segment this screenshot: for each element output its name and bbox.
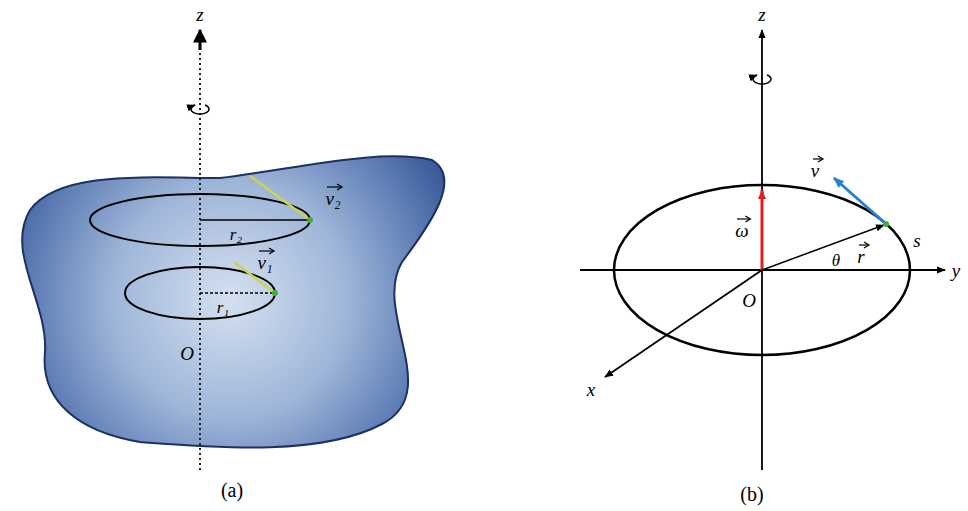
vector-arrow-head — [338, 184, 343, 190]
orbit-upper — [90, 194, 310, 246]
radius-name-wrap: r₂ — [230, 226, 243, 243]
axis-name: z — [196, 5, 203, 24]
rigid-body — [22, 156, 444, 447]
position-name: r — [857, 247, 864, 266]
vector-arrow-shaft — [259, 250, 273, 251]
radius-lower — [200, 292, 275, 294]
angle-name-wrap: θ — [832, 252, 840, 269]
vector-arrow-head — [746, 216, 751, 222]
panel-caption-wrap: (a) — [221, 480, 243, 500]
velocity-name: v₁ — [257, 253, 272, 272]
rotation-axis — [199, 44, 201, 470]
velocity-name-wrap: v — [811, 161, 819, 180]
radius-upper — [200, 219, 310, 221]
angle-name: θ — [832, 252, 840, 269]
origin-name: O — [742, 291, 756, 310]
axis-name-wrap: y — [952, 261, 960, 280]
arc-length-name-wrap: s — [913, 231, 920, 250]
vector-arrow-shaft — [813, 158, 822, 159]
rotation-sense — [191, 105, 209, 114]
vector-arrow-shaft — [859, 244, 868, 245]
x-axis — [605, 270, 762, 377]
panel-caption-wrap: (b) — [740, 484, 763, 504]
angular-velocity-name-wrap: ω — [735, 221, 748, 240]
velocity-name-wrap: v₁ — [257, 253, 272, 272]
arc-length-name: s — [913, 231, 920, 250]
axis-name-wrap: z — [196, 5, 203, 24]
velocity-name: v₂ — [325, 189, 340, 208]
origin-name-wrap: O — [742, 291, 756, 310]
axis-arrow — [199, 30, 202, 50]
vector-arrow-head — [864, 242, 869, 248]
origin-name: O — [180, 344, 194, 363]
velocity-name: v — [811, 161, 819, 180]
circular-path — [614, 185, 910, 355]
position-vector — [762, 225, 884, 270]
radius-name-wrap: r₁ — [217, 299, 230, 316]
axis-name: x — [587, 380, 595, 399]
radius-name: r₁ — [217, 299, 230, 316]
rotation-sense — [753, 75, 771, 84]
point-upper — [307, 217, 313, 223]
z-axis — [761, 30, 763, 470]
axis-name-wrap: z — [758, 5, 765, 24]
axis-name: z — [758, 5, 765, 24]
omega-vector — [761, 190, 764, 270]
vector-arrow-shaft — [737, 218, 749, 219]
point-lower — [272, 290, 278, 296]
velocity-vector — [834, 178, 886, 224]
angular-velocity-name: ω — [735, 221, 748, 240]
velocity-name-wrap: v₂ — [325, 189, 340, 208]
origin-name-wrap: O — [180, 344, 194, 363]
axis-name: y — [952, 261, 960, 280]
panel-caption: (a) — [221, 480, 243, 500]
moving-point — [883, 221, 889, 227]
velocity-upper — [250, 176, 310, 220]
vector-arrow-head — [818, 156, 823, 162]
vector-arrow-shaft — [327, 186, 341, 187]
position-name-wrap: r — [857, 247, 864, 266]
axis-name-wrap: x — [587, 380, 595, 399]
radius-name: r₂ — [230, 226, 243, 243]
vector-arrow-head — [270, 248, 275, 254]
panel-caption: (b) — [740, 484, 763, 504]
